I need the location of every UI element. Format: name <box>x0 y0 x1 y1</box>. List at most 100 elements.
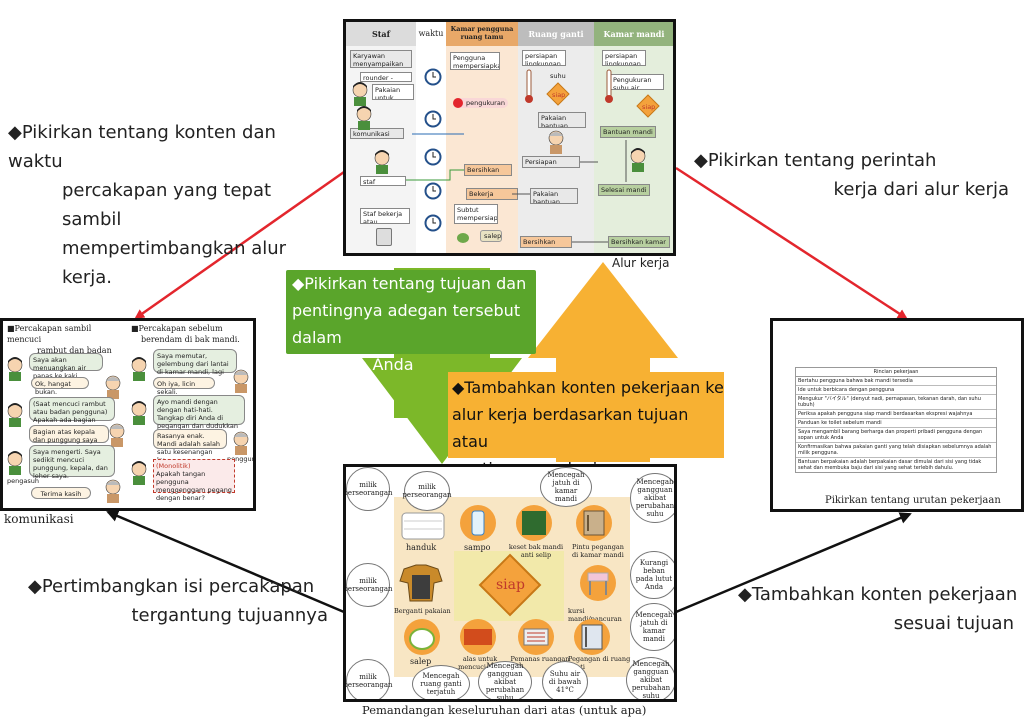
bath-box-5: Selesai mandi <box>598 184 650 196</box>
change-box-4: Pakaian bantuan untuk mengganti <box>538 112 586 128</box>
clock-icon <box>424 110 442 128</box>
caregiver-face <box>5 357 25 381</box>
overview-note-circle: Suhu air di bawah 41°C <box>542 661 588 699</box>
workflow-header-staff: Staf <box>346 22 416 46</box>
caption-bottom-right: ◆Tambahkan konten pekerjaan sesuai tujua… <box>738 580 1022 638</box>
overview-panel: siap handuk sampo keset bak mandi anti s… <box>343 464 677 702</box>
green-caption: ◆Pikirkan tentang tujuan dan pentingnya … <box>292 270 538 378</box>
order-row: Konfirmasikan bahwa pakaian ganti yang t… <box>796 443 996 458</box>
comm-col1-bubble-1: Saya akan menuangkan air panas ke kaki p… <box>29 353 103 388</box>
comm-col1-bubble-4: Bagian atas kepala dan punggung saya ter… <box>29 425 109 452</box>
comm-col2-bubble-1: Saya memutar, gelembung dari lantai di k… <box>153 349 237 384</box>
order-row: Panduan ke toilet sebelum mandi <box>796 419 996 428</box>
order-label: Pikirkan tentang urutan pekerjaan <box>825 495 1001 506</box>
staff-box-1: Karyawan menyampaikan diri <box>350 50 412 68</box>
caption-top-right-line-1: ◆Pikirkan tentang perintah <box>694 150 937 171</box>
comm-col1-title: ■Percakapan sambil mencuci rambut dan ba… <box>7 323 127 356</box>
comm-col2-bubble-3: Ayo mandi dengan dengan hati-hati. Tangk… <box>153 395 245 438</box>
siap-diamond-icon <box>546 82 570 106</box>
overview-item-label: kursi mandi/pancuran <box>568 607 622 623</box>
overview-note-circle: milik perseorangan <box>346 563 393 607</box>
clock-icon <box>424 148 442 166</box>
heater-icon <box>518 619 554 655</box>
clothes-icon <box>399 564 443 602</box>
comm-col1-bubble-3: (Saat mencuci rambut atau badan pengguna… <box>29 397 115 432</box>
workflow-col-time <box>416 22 446 253</box>
overview-note-circle: Mencegah jatuh di kamar mandi <box>540 467 592 507</box>
green-caption-box <box>286 270 536 354</box>
order-table: Rincian pekerjaan Bertahu pengguna bahwa… <box>795 367 997 473</box>
overview-item-label: salep <box>410 657 432 666</box>
user-face <box>103 375 123 399</box>
caption-bottom-left-line-2: tergantung tujuannya <box>131 605 328 626</box>
overview-note-circle: milik perseorangan <box>402 471 452 511</box>
speaker-label-caregiver: pengasuh <box>7 477 39 485</box>
comm-col1-bubble-5: Saya mengerti. Saya sedikit mencuci pung… <box>29 445 115 480</box>
thermometer-icon <box>605 69 613 103</box>
staff-box-7: staf kebersihan <box>360 176 406 186</box>
thermometer-icon <box>525 69 533 103</box>
monologue-text: Apakah tangan pengguna menggenggam pegan… <box>156 470 232 502</box>
overview-note-circle: milik perseorangan <box>346 467 393 511</box>
comm-col1-bubble-6: Terima kasih <box>31 487 91 499</box>
overview-note-circle: Mencegah jatuh di kamar mandi <box>630 603 674 651</box>
black-arrow-right <box>675 512 912 614</box>
bath-box-4: Bantuan mandi <box>600 126 656 138</box>
overview-item-label: handuk <box>406 543 437 552</box>
monologue-box: (Monolitik) Apakah tangan pengguna mengg… <box>153 459 235 502</box>
bath-siap: siap <box>642 103 656 111</box>
overview-item-label: sampo <box>464 543 491 552</box>
workflow-panel: Staf waktu Kamar pengguna ruang tamu Rua… <box>343 19 676 256</box>
clock-icon <box>424 68 442 86</box>
caption-bottom-right-line-2: sesuai tujuan <box>893 613 1014 634</box>
changing-room-rail-icon <box>574 619 610 655</box>
monologue-title: (Monolitik) <box>156 462 191 470</box>
overview-note-circle: Mencegah gangguan akibat perubahan suhu <box>630 473 674 523</box>
clock-icon <box>424 214 442 232</box>
bath-face <box>628 148 648 172</box>
workflow-header-room: Kamar pengguna ruang tamu <box>446 22 518 46</box>
order-title: Rincian pekerjaan <box>796 368 996 377</box>
user-face <box>103 479 123 503</box>
overview-item-label: Pemanas ruangan <box>510 655 570 663</box>
caregiver-face <box>129 401 149 425</box>
room-box-5: Subtut mempersiapkan obat <box>454 204 498 224</box>
caregiver-face <box>129 461 149 485</box>
comm-col1-title-line-1: ■Percakapan sambil mencuci <box>7 324 92 344</box>
foot-mat-icon <box>460 619 496 655</box>
order-row: Bantuan berpakaian adalah berpakaian das… <box>798 459 982 471</box>
orange-caption-box <box>448 372 724 458</box>
caption-bottom-left-line-1: ◆Pertimbangkan isi percakapan <box>28 576 315 597</box>
overview-note-circle: milik perseorangan <box>346 659 393 699</box>
order-row: Mengukur "バイタル" (denyut nadi, pernapasan… <box>796 395 996 410</box>
change-box-5: Persiapan setelah mandi <box>522 156 580 168</box>
workflow-header-change: Ruang ganti <box>518 22 594 46</box>
caption-top-right-line-2: kerja dari alur kerja <box>833 179 1009 200</box>
alarm-icon <box>453 98 463 108</box>
caption-top-left-line-2: percakapan yang tepat sambil <box>62 180 272 230</box>
staff-box-3: Pakaian untuk Anda sendiri sebelum mandi <box>372 84 414 100</box>
overview-label: Pemandangan keseluruhan dari atas (untuk… <box>362 703 647 717</box>
staff-face-2 <box>354 106 374 130</box>
overview-note-circle: Kurangi beban pada lutut Anda <box>630 551 674 599</box>
caption-bottom-left: ◆Pertimbangkan isi percakapan tergantung… <box>28 572 348 630</box>
caption-top-left-line-1: ◆Pikirkan tentang konten dan waktu <box>8 122 276 172</box>
overview-siap-label: siap <box>496 577 525 593</box>
handrail-icon <box>576 505 612 541</box>
user-face <box>231 431 251 455</box>
staff-face-1 <box>350 82 370 106</box>
workflow-flow-lines <box>406 133 627 243</box>
bath-box-1: persiapan lingkungan hidup <box>602 50 646 66</box>
change-box-6: Pakaian bantuan untuk mengganti <box>530 188 578 204</box>
caption-top-left-line-3: mempertimbangkan alur kerja. <box>62 238 287 288</box>
order-panel: Rincian pekerjaan Bertahu pengguna bahwa… <box>770 318 1024 512</box>
orange-caption-line-2: alur kerja berdasarkan tujuan atau <box>452 405 689 451</box>
overview-note-circle: Mencegah gangguan akibat perubahan suhu <box>478 661 532 699</box>
caption-top-left: ◆Pikirkan tentang konten dan waktu perca… <box>8 118 328 292</box>
siap-diamond-icon <box>636 94 660 118</box>
room-box-3: Bersihkan tangan <box>464 164 512 176</box>
shower-chair-icon <box>580 565 616 601</box>
order-row: Periksa apakah pengguna siap mandi berda… <box>796 410 996 419</box>
user-face <box>231 369 251 393</box>
staff-box-6: komunikasi <box>350 128 404 139</box>
